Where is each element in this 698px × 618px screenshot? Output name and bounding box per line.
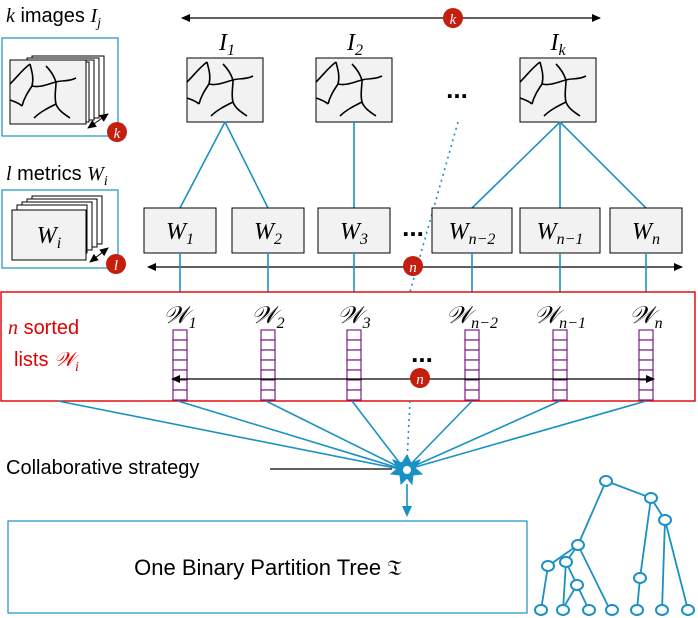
sorted-lists-label-line1: n sorted [8,317,79,339]
metric-list-links [179,253,647,292]
svg-text:𝒲n−1: 𝒲n−1 [534,303,586,332]
images-stack-icon [9,55,109,129]
sorted-lists-frame [0,291,696,402]
image-label-1: I1 [218,30,235,59]
sorted-list-cells-4 [464,329,480,401]
image-label-2: I2 [346,30,363,59]
metrics-count-badge: l [106,254,126,274]
strategy-label: Collaborative strategy [6,457,199,479]
svg-text:n: n [409,260,417,276]
sorted-list-cells-6 [638,329,654,401]
svg-text:k: k [450,12,457,28]
sorted-list-4: 𝒲n−2 [446,303,498,401]
images-count-badge: k [107,122,127,142]
metrics-range-badge: n [403,256,423,276]
sorted-lists-ellipsis: ... [411,338,433,368]
metric-box-4: Wn−2 [431,207,513,254]
images-range-badge: k [443,8,463,28]
svg-text:𝒲n−2: 𝒲n−2 [446,303,498,332]
sorted-list-2: 𝒲2 [251,303,285,401]
sorted-list-6: 𝒲n [629,303,663,401]
metric-box-1: W1 [143,207,217,254]
svg-text:W3: W3 [340,219,368,248]
svg-text:Wn−1: Wn−1 [537,219,584,248]
sorted-list-5: 𝒲n−1 [534,303,586,401]
sorted-list-3: 𝒲3 [337,303,371,401]
image-thumbnail-2 [315,57,393,123]
svg-text:k: k [114,126,121,142]
svg-text:𝒲n: 𝒲n [629,303,662,332]
result-box-text: One Binary Partition Tree 𝔗 [134,555,402,580]
image-thumbnail-1 [186,57,264,123]
svg-text:Wi: Wi [37,223,61,252]
svg-text:𝒲2: 𝒲2 [251,303,284,332]
metrics-stack-frame [1,189,119,269]
sorted-lists-label-line2: lists 𝒲i [14,349,80,375]
image-metric-links [179,121,647,293]
sorted-list-cells-1 [172,329,188,401]
binary-partition-tree-icon [534,475,695,616]
metrics-ellipsis: ... [402,212,424,242]
images-group-label: k images Ij [6,5,101,31]
sorted-list-cells-5 [552,329,568,401]
svg-text:l: l [114,258,118,274]
svg-text:𝒲1: 𝒲1 [163,303,196,332]
sorted-list-cells-2 [260,329,276,401]
metric-box-5: Wn−1 [519,207,601,254]
image-label-k: Ik [549,30,566,59]
metrics-stack-icon: Wi [11,195,109,263]
metric-box-2: W2 [231,207,305,254]
sorted-lists-range-badge: n [410,368,430,388]
sorted-list-cells-3 [346,329,362,401]
svg-text:W2: W2 [254,219,282,248]
metric-box-6: Wn [609,207,683,254]
images-ellipsis: ... [446,74,468,104]
svg-text:Wn−2: Wn−2 [449,219,496,248]
metric-box-3: W3 [317,207,391,254]
collaborative-node-icon [389,453,424,486]
metrics-group-label: l metrics Wi [6,163,108,189]
result-box [7,520,528,614]
svg-text:n: n [416,372,424,388]
metric-boxes: W1 W2 W3 Wn−2 Wn−1 Wn [143,207,683,254]
svg-text:Wn: Wn [632,219,660,248]
svg-text:W1: W1 [166,219,194,248]
sorted-list-1: 𝒲1 [163,303,197,401]
svg-text:𝒲3: 𝒲3 [337,303,370,332]
images-stack-frame [1,37,119,137]
image-thumbnail-k [519,57,597,123]
lists-to-strategy-links [57,400,647,471]
